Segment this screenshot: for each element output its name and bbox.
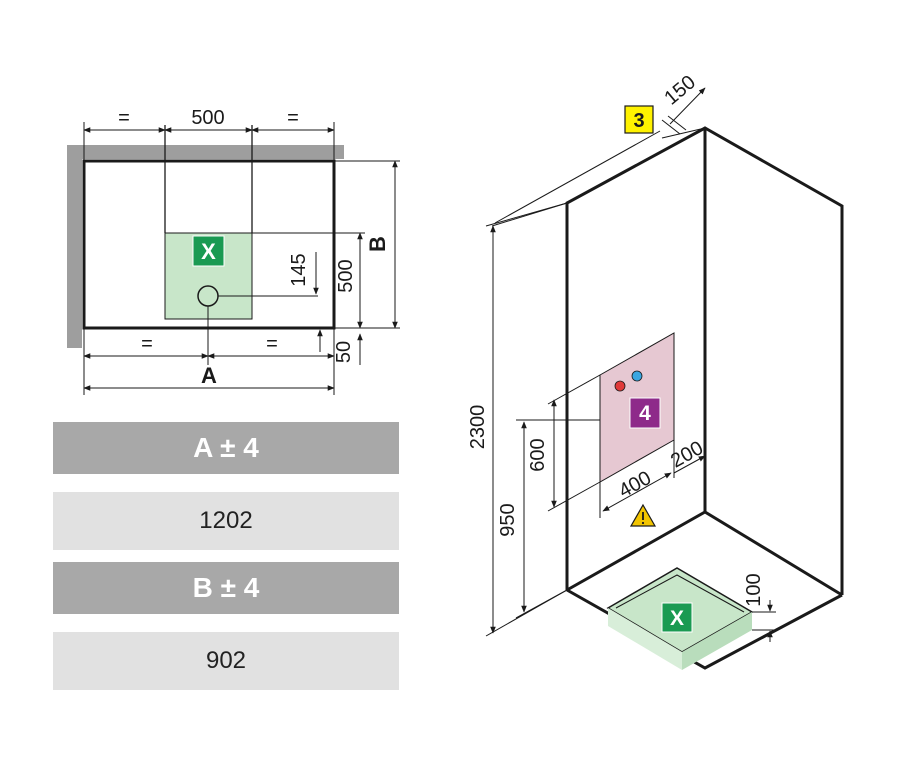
plan-dim-eq-top-right: = [287, 107, 299, 129]
iso-dim-400: 400 [615, 467, 655, 502]
iso-drain-marker: X [670, 607, 684, 630]
iso-view: 4 600 950 2300 400 200 [467, 71, 844, 670]
hot-valve-icon [614, 380, 626, 392]
iso-dim-950: 950 [497, 503, 519, 536]
plan-view: X = 500 = B 500 145 50 [67, 107, 400, 395]
iso-marker-4: 4 [639, 402, 651, 425]
plan-label-b: B [365, 236, 390, 252]
iso-marker-3: 3 [633, 110, 644, 132]
plan-drain-badge [192, 235, 225, 267]
iso-dim-2300: 2300 [467, 405, 489, 450]
iso-dim-200: 200 [667, 437, 707, 472]
plan-wall-left [67, 145, 82, 348]
iso-dim-150: 150 [660, 71, 700, 109]
cold-valve-icon [631, 370, 643, 382]
table-b-header: B ± 4 [53, 562, 399, 614]
plan-wall-top [67, 145, 344, 159]
plan-dim-145: 145 [288, 253, 310, 286]
plan-dim-right-500: 500 [335, 259, 357, 292]
plan-label-a: A [201, 363, 217, 388]
iso-marker-3-badge [624, 105, 654, 134]
iso-panel-badge [629, 397, 661, 429]
table-a-value: 1202 [53, 492, 399, 550]
plan-dim-50: 50 [333, 341, 355, 363]
table-b-value: 902 [53, 632, 399, 690]
plan-dim-eq-bottom-left: = [141, 333, 153, 355]
plan-drain-marker: X [201, 239, 216, 264]
iso-dim-100: 100 [743, 573, 765, 606]
warning-icon [629, 503, 657, 527]
table-a-header: A ± 4 [53, 422, 399, 474]
plan-dim-top-500: 500 [191, 107, 224, 129]
plan-dim-eq-bottom-right: = [266, 333, 278, 355]
plan-dim-eq-top-left: = [118, 107, 130, 129]
iso-dim-600: 600 [527, 438, 549, 471]
iso-drain-badge [661, 602, 693, 633]
